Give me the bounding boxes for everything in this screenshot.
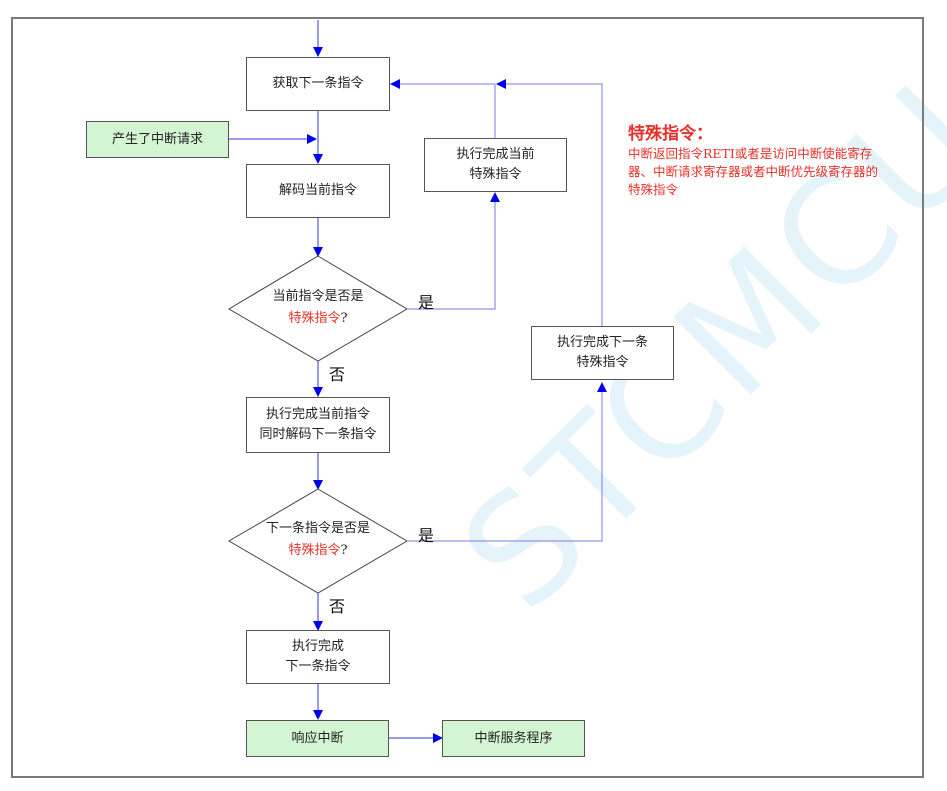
edge-label-yes-2: 是 bbox=[418, 526, 435, 545]
edge-label-no-2: 否 bbox=[329, 597, 346, 616]
node-exec-next-special-line2: 特殊指令 bbox=[576, 355, 629, 370]
arrow-exec-next-special-to-fetch bbox=[496, 79, 603, 329]
decision-next-line1: 下一条指令是否是 bbox=[265, 521, 370, 536]
node-interrupt-service-routine: 中断服务程序 bbox=[442, 720, 585, 757]
decision-next-line2: 特殊指令? bbox=[239, 540, 397, 562]
decision-current-line2: 特殊指令? bbox=[239, 308, 397, 330]
node-exec-and-decode-line1: 执行完成当前指令 bbox=[265, 407, 370, 422]
note-title: 特殊指令： bbox=[628, 124, 713, 144]
node-decode-current: 解码当前指令 bbox=[246, 164, 390, 218]
node-fetch-label: 获取下一条指令 bbox=[272, 76, 364, 91]
node-fetch-next-instruction: 获取下一条指令 bbox=[246, 57, 390, 111]
decision-next-special-text: 下一条指令是否是 特殊指令? bbox=[239, 518, 397, 562]
decision-current-special-term: 特殊指令 bbox=[288, 311, 341, 326]
diagram-frame bbox=[11, 17, 924, 778]
node-exec-and-decode: 执行完成当前指令 同时解码下一条指令 bbox=[246, 397, 390, 453]
note-body: 中断返回指令RETI或者是访问中断使能寄存器、中断请求寄存器或者中断优先级寄存器… bbox=[628, 146, 879, 197]
decision-next-special-term: 特殊指令 bbox=[288, 543, 341, 558]
decision-current-question: ? bbox=[340, 311, 348, 326]
node-exec-and-decode-line2: 同时解码下一条指令 bbox=[259, 427, 377, 442]
special-instruction-note: 特殊指令： 中断返回指令RETI或者是访问中断使能寄存器、中断请求寄存器或者中断… bbox=[628, 123, 878, 199]
node-respond-interrupt: 响应中断 bbox=[246, 720, 389, 757]
node-exec-next-line1: 执行完成 bbox=[291, 639, 344, 654]
node-exec-next-line2: 下一条指令 bbox=[285, 659, 351, 674]
arrow-exec-current-special-to-fetch bbox=[390, 79, 496, 138]
arrow-decision2-yes bbox=[407, 382, 607, 542]
decision-next-question: ? bbox=[340, 543, 348, 558]
decision-current-special-text: 当前指令是否是 特殊指令? bbox=[239, 286, 397, 330]
node-interrupt-request-label: 产生了中断请求 bbox=[111, 131, 203, 147]
arrow-decision1-yes bbox=[407, 192, 500, 310]
edge-label-yes-1: 是 bbox=[418, 293, 435, 312]
node-exec-current-special-line1: 执行完成当前 bbox=[456, 147, 535, 162]
edge-label-no-1: 否 bbox=[329, 365, 346, 384]
node-exec-current-special: 执行完成当前 特殊指令 bbox=[424, 138, 567, 192]
node-exec-next: 执行完成 下一条指令 bbox=[246, 630, 390, 684]
node-respond-interrupt-label: 响应中断 bbox=[291, 730, 344, 746]
decision-current-line1: 当前指令是否是 bbox=[272, 289, 364, 304]
node-isr-label: 中断服务程序 bbox=[474, 730, 553, 746]
node-exec-next-special: 执行完成下一条 特殊指令 bbox=[531, 326, 674, 380]
node-exec-current-special-line2: 特殊指令 bbox=[469, 167, 522, 182]
node-decode-label: 解码当前指令 bbox=[278, 183, 357, 198]
node-interrupt-request: 产生了中断请求 bbox=[86, 121, 229, 158]
node-exec-next-special-line1: 执行完成下一条 bbox=[556, 335, 648, 350]
